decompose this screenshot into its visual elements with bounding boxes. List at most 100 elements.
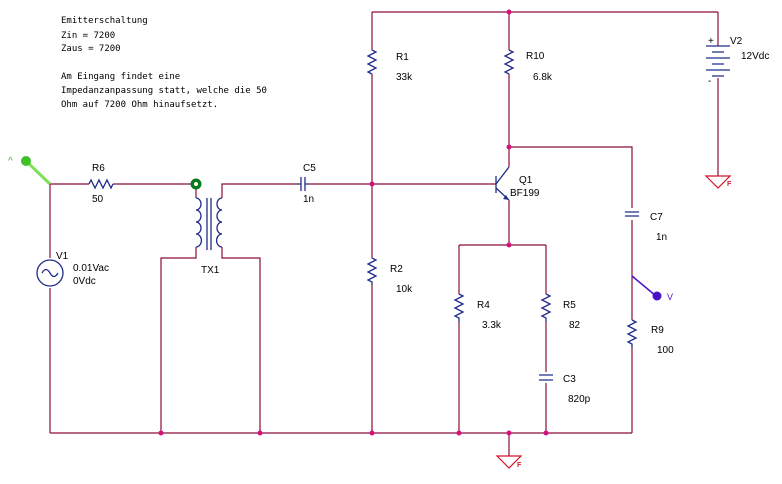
wires [49,11,719,456]
note-line-1: Emitterschaltung [61,16,148,26]
voltage-source-v2[interactable]: + - V2 12Vdc [706,36,769,87]
v1-value-dc: 0Vdc [73,276,96,287]
voltage-probe-head-icon [652,291,662,301]
capacitor-c5-symbol [296,177,310,191]
r5-value: 82 [569,320,581,331]
transformer-tx1[interactable]: TX1 [190,178,223,277]
v2-plus: + [708,36,714,47]
ground-main: F [495,455,523,469]
emitter-arrow-icon [503,195,509,200]
junction-dot [506,144,512,150]
tx1-secondary-coil [215,197,223,248]
note-line-2: Zin = 7200 [61,31,115,41]
voltage-probe-label: V [667,292,673,302]
resistor-r6-symbol [88,178,114,190]
c3-name: C3 [563,374,576,385]
voltage-probe[interactable]: V [631,275,673,302]
junction-dot [158,430,164,436]
resistor-r10[interactable]: R10 6.8k [503,49,553,83]
junction-dot [506,9,512,15]
capacitor-c3-symbol [539,374,553,381]
tx1-core [206,198,212,250]
junction-dot [543,430,549,436]
r5-name: R5 [563,300,576,311]
junction-dot [369,430,375,436]
voltage-probe-stem [631,275,657,297]
resistor-r10-symbol [503,49,515,75]
capacitor-c7-symbol [625,211,639,217]
c7-value: 1n [656,232,667,243]
resistor-r1-symbol [366,49,378,75]
resistor-r1[interactable]: R1 33k [366,49,413,83]
ground-v2: F [704,175,732,189]
resistor-r4[interactable]: R4 3.3k [453,293,502,331]
tx-primary-bottom-wire [160,247,197,433]
resistor-r9-symbol [626,319,638,348]
voltage-source-v1[interactable]: V1 0.01Vac 0Vdc [36,251,109,287]
resistor-r2-symbol [366,257,378,285]
annotation-notes: Emitterschaltung Zin = 7200 Zaus = 7200 … [61,16,267,110]
tx-secondary-bottom-wire [221,247,261,433]
input-probe[interactable]: ^ [8,156,52,186]
r2-name: R2 [390,264,403,275]
tx1-primary-coil [195,197,203,248]
v1-value-ac: 0.01Vac [73,263,109,274]
r9-name: R9 [651,325,664,336]
note-line-3: Zaus = 7200 [61,44,121,54]
r9-value: 100 [657,345,674,356]
junctions [158,9,549,436]
tx-secondary-top-wire [221,183,296,198]
resistor-r5-symbol [540,293,552,322]
q1-value: BF199 [510,188,540,199]
resistor-r6[interactable]: R6 50 [88,163,114,205]
transistor-q1-symbol [495,166,510,201]
ground-v2-icon [704,175,732,189]
v2-name: V2 [730,36,743,47]
r2-value: 10k [396,284,413,295]
junction-dot [456,430,462,436]
note-line-5: Impedanzanpassung statt, welche die 50 [61,86,267,96]
note-line-6: Ohm auf 7200 Ohm hinaufsetzt. [61,100,218,110]
battery-icon [706,45,730,77]
ground-main-icon [495,455,523,469]
junction-dot [506,430,512,436]
c7-name: C7 [650,212,663,223]
v2-value: 12Vdc [741,51,769,62]
resistor-r5[interactable]: R5 82 [540,293,581,331]
q1-name: Q1 [519,175,533,186]
sine-wave-icon [41,268,59,278]
resistor-r9[interactable]: R9 100 [626,319,674,356]
collector-to-c7-wire [509,146,633,208]
r4-value: 3.3k [482,320,502,331]
r10-name: R10 [526,51,545,62]
junction-dot [257,430,263,436]
note-line-4: Am Eingang findet eine [61,72,180,82]
capacitor-c7[interactable]: C7 1n [625,211,667,243]
junction-dot [369,181,375,187]
r6-value: 50 [92,194,104,205]
transistor-q1[interactable]: Q1 BF199 [495,166,540,201]
r1-value: 33k [396,72,413,83]
v1-circle [36,259,64,287]
resistor-r2[interactable]: R2 10k [366,257,413,295]
resistor-r4-symbol [453,293,465,322]
input-probe-head-icon [21,156,31,166]
r10-value: 6.8k [533,72,553,83]
c3-value: 820p [568,394,591,405]
r4-name: R4 [477,300,490,311]
v1-name: V1 [56,251,69,262]
input-probe-stem [24,159,52,186]
input-probe-label: ^ [8,156,13,167]
v2-minus: - [708,76,711,87]
ground-main-label: F [517,462,522,469]
capacitor-c5[interactable]: C5 1n [296,163,316,205]
tx1-marker-center [194,182,198,186]
ground-v2-label: F [727,181,732,188]
r1-name: R1 [396,52,409,63]
c5-name: C5 [303,163,316,174]
r6-name: R6 [92,163,105,174]
capacitor-c3[interactable]: C3 820p [539,374,591,405]
c5-value: 1n [303,194,314,205]
